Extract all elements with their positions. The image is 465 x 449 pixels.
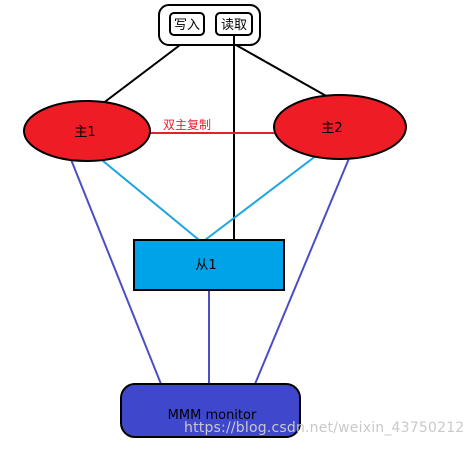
master1-to-slave-link (96, 155, 200, 241)
master1-to-monitor-link (69, 156, 162, 385)
slave-label: 从1 (195, 258, 216, 273)
client-to-master1-link (97, 44, 181, 108)
master2-to-monitor-link (254, 155, 351, 385)
master2-label: 主2 (321, 121, 342, 136)
master1-node (23, 100, 151, 162)
monitor-label: MMM monitor (168, 408, 257, 423)
monitor-node (120, 383, 301, 438)
watermark: https://blog.csdn.net/weixin_43750212 (184, 420, 465, 436)
master1-label: 主1 (74, 125, 95, 140)
read-label: 读取 (221, 18, 247, 33)
client-to-master2-link (235, 44, 329, 98)
master2-to-slave-link (204, 151, 322, 241)
write-label: 写入 (174, 18, 200, 33)
slave-node (133, 239, 285, 291)
write-button[interactable] (169, 12, 205, 36)
master2-node (273, 94, 407, 160)
replication-label: 双主复制 (163, 118, 211, 132)
